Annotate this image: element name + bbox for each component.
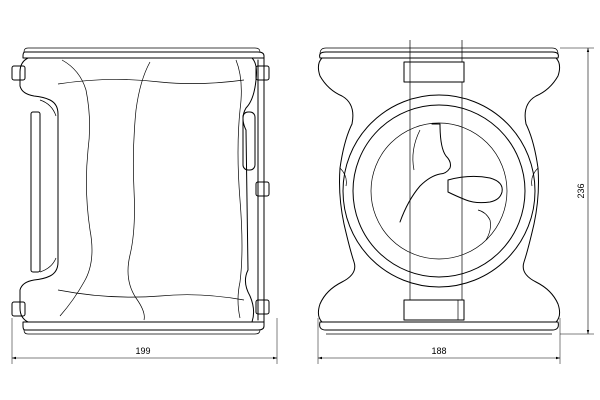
side-top-rim (22, 51, 265, 59)
side-width-label: 199 (135, 346, 150, 356)
front-bottom-rim (319, 321, 559, 331)
side-right-slot (242, 111, 256, 171)
side-right-tab-top (255, 65, 270, 81)
side-inner-curve-2 (127, 61, 151, 321)
side-view: 199 (11, 47, 278, 364)
side-inner-curve-1 (59, 59, 93, 317)
front-vane-tail (477, 209, 491, 241)
front-vane-curve (412, 129, 421, 171)
front-view: 188 236 (317, 40, 594, 364)
side-top-rim-corners (23, 47, 261, 53)
front-top-clamp (403, 61, 465, 83)
front-side-notches (339, 167, 539, 187)
side-bottom-rim-corners (23, 329, 261, 335)
front-top-rim (319, 51, 559, 59)
side-left-tab-bottom (11, 301, 26, 317)
side-inner-curve-4 (57, 289, 245, 301)
side-inner-curve-3 (235, 59, 243, 319)
side-left-contour (19, 57, 59, 323)
front-height-label: 236 (576, 183, 586, 198)
front-vane (399, 123, 451, 223)
side-left-fillets (39, 99, 57, 273)
front-vane-arm (447, 175, 503, 204)
front-outer-ring (342, 94, 536, 288)
side-left-plate (30, 111, 41, 273)
side-bottom-rim (22, 321, 265, 331)
side-left-tab-top (11, 65, 26, 81)
front-bottom-clamp (403, 299, 465, 321)
side-right-tab-mid (255, 181, 270, 197)
front-body-contour (317, 57, 561, 323)
front-width-label: 188 (431, 346, 446, 356)
front-top-rim-corners (319, 47, 559, 55)
side-right-tab-bottom (255, 299, 270, 315)
side-right-contour (242, 57, 257, 323)
side-inner-curve-5 (57, 79, 245, 85)
front-inner-ring (352, 104, 526, 278)
front-bore (370, 122, 508, 260)
